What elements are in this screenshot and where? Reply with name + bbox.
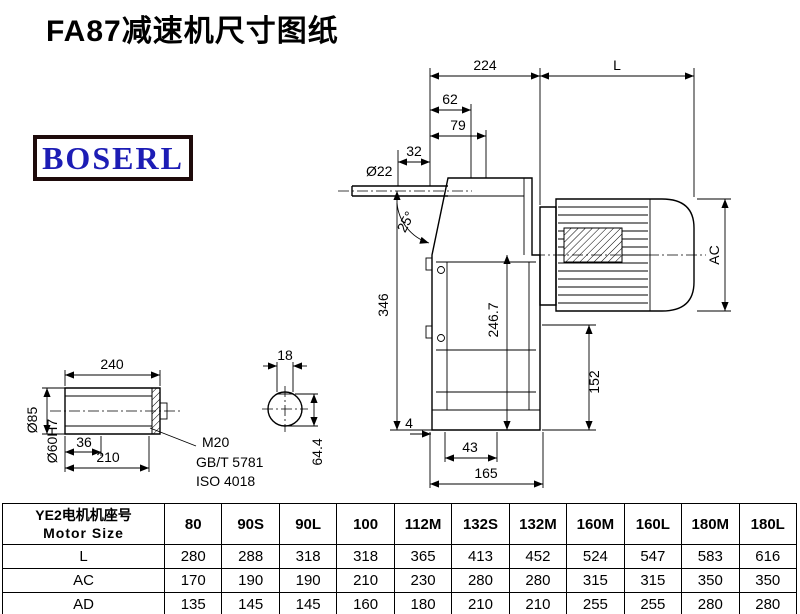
dim-62: 62 xyxy=(442,91,458,107)
table-cell: 365 xyxy=(393,544,453,569)
gearbox-housing xyxy=(425,177,541,431)
dim-246-7: 246.7 xyxy=(485,302,501,337)
table-cell: 255 xyxy=(566,592,625,614)
table-row-AC: AC 170 190 190 210 230 280 280 315 315 3… xyxy=(2,568,798,593)
table-cell: 190 xyxy=(221,568,280,593)
dim-4: 4 xyxy=(405,415,413,431)
dim-210: 210 xyxy=(96,449,120,465)
table-cell: 280 xyxy=(163,544,223,569)
page-title: FA87减速机尺寸图纸 xyxy=(46,15,339,48)
table-cell: 255 xyxy=(623,592,683,614)
table-cell: 170 xyxy=(163,568,223,593)
dim-64-4: 64.4 xyxy=(309,438,325,465)
boserl-logo: BOSERL xyxy=(33,135,193,181)
logo-text: BOSERL xyxy=(42,139,184,176)
table-cell: 210 xyxy=(451,592,510,614)
col-header: 132M xyxy=(508,503,568,545)
table-row-AD: AD 135 145 145 160 180 210 210 255 255 2… xyxy=(2,592,798,614)
dim-hub-od: Ø85 xyxy=(24,407,40,434)
dim-18: 18 xyxy=(277,347,293,363)
col-header: 112M xyxy=(393,503,453,545)
dimension-lines-vertical xyxy=(390,191,731,431)
dim-43: 43 xyxy=(462,439,478,455)
table-header-row: YE2电机机座号 Motor Size 80 90S 90L 100 112M … xyxy=(2,503,798,545)
dim-shaft-dia: Ø22 xyxy=(366,163,393,179)
table-cell: 616 xyxy=(738,544,798,569)
table-cell: 583 xyxy=(681,544,740,569)
table-cell: 135 xyxy=(163,592,223,614)
output-shaft xyxy=(338,185,472,197)
table-cell: 318 xyxy=(278,544,338,569)
table-row-L: L 280 288 318 318 365 413 452 524 547 58… xyxy=(2,544,798,569)
shaft-section-view xyxy=(262,362,318,432)
table-cell: 318 xyxy=(336,544,395,569)
col-header: 100 xyxy=(336,503,395,545)
dimension-lines-top xyxy=(396,68,695,244)
col-header: 90L xyxy=(278,503,338,545)
table-cell: 524 xyxy=(566,544,625,569)
col-header: 180M xyxy=(681,503,740,545)
dim-L: L xyxy=(613,57,621,73)
table-cell: 288 xyxy=(221,544,280,569)
dim-165: 165 xyxy=(474,465,498,481)
table-cell: 210 xyxy=(508,592,568,614)
dim-240: 240 xyxy=(100,356,124,372)
table-cell: 230 xyxy=(393,568,453,593)
motor-size-header-cell: YE2电机机座号 Motor Size xyxy=(2,503,165,545)
col-header: 90S xyxy=(221,503,280,545)
shaft-detail-view xyxy=(42,370,197,472)
col-header: 160M xyxy=(566,503,625,545)
motor-size-table: YE2电机机座号 Motor Size 80 90S 90L 100 112M … xyxy=(2,503,798,614)
dim-36: 36 xyxy=(76,434,92,450)
dim-346: 346 xyxy=(375,293,391,317)
table-cell: 350 xyxy=(738,568,798,593)
table-cell: 180 xyxy=(393,592,453,614)
table-cell: 452 xyxy=(508,544,568,569)
table-cell: 160 xyxy=(336,592,395,614)
dim-AC: AC xyxy=(706,245,722,264)
col-header: 132S xyxy=(451,503,510,545)
table-cell: 145 xyxy=(221,592,280,614)
note-gbt-5781: GB/T 5781 xyxy=(196,454,264,470)
dim-bore: Ø60H7 xyxy=(44,419,60,464)
row-label: L xyxy=(2,544,165,569)
table-cell: 280 xyxy=(508,568,568,593)
dim-152: 152 xyxy=(586,370,602,394)
col-header: 160L xyxy=(623,503,683,545)
table-cell: 315 xyxy=(623,568,683,593)
table-cell: 413 xyxy=(451,544,510,569)
note-thread-m20: M20 xyxy=(202,434,229,450)
table-cell: 280 xyxy=(681,592,740,614)
table-cell: 190 xyxy=(278,568,338,593)
dim-32: 32 xyxy=(406,143,422,159)
col-header: 80 xyxy=(163,503,223,545)
header-label-cn: YE2电机机座号 xyxy=(35,507,132,523)
table-cell: 210 xyxy=(336,568,395,593)
motor xyxy=(534,198,706,312)
row-label: AD xyxy=(2,592,165,614)
table-cell: 547 xyxy=(623,544,683,569)
row-label: AC xyxy=(2,568,165,593)
table-cell: 315 xyxy=(566,568,625,593)
header-label-en: Motor Size xyxy=(43,525,124,541)
table-cell: 350 xyxy=(681,568,740,593)
col-header: 180L xyxy=(738,503,798,545)
motor-stator-hatch xyxy=(563,227,623,263)
note-iso-4018: ISO 4018 xyxy=(196,473,255,489)
table-cell: 280 xyxy=(738,592,798,614)
table-cell: 145 xyxy=(278,592,338,614)
dim-224: 224 xyxy=(473,57,497,73)
table-cell: 280 xyxy=(451,568,510,593)
dim-79: 79 xyxy=(450,117,466,133)
dimension-lines-bottom xyxy=(410,430,544,488)
